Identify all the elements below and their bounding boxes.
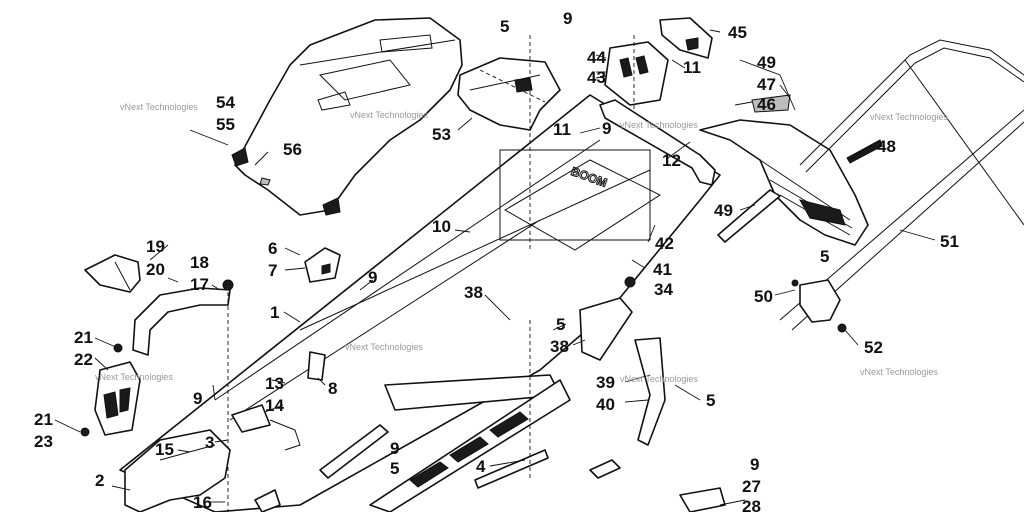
callout-20: 20: [146, 260, 165, 279]
callout-47: 47: [757, 75, 776, 94]
storage-bag-part: [457, 57, 561, 131]
watermark-text: vNext Technologies: [620, 374, 698, 384]
callout-4: 4: [476, 457, 486, 476]
callout-40: 40: [596, 395, 615, 414]
callout-13: 13: [265, 374, 284, 393]
callout-23: 23: [34, 432, 53, 451]
callout-6: 6: [268, 239, 277, 258]
callout-10: 10: [432, 217, 451, 236]
callout-34: 34: [654, 280, 673, 299]
callout-15: 15: [155, 440, 174, 459]
callout-7: 7: [268, 261, 277, 280]
frame-part: [124, 429, 231, 512]
callout-17: 17: [190, 275, 209, 294]
callout-5: 5: [820, 247, 829, 266]
snowflap-part: [699, 94, 883, 246]
cover-part: [84, 254, 141, 293]
callout-5: 5: [500, 17, 509, 36]
watermarks: vNext Technologies vNext Technologies vNex…: [95, 102, 948, 384]
grab-handle-part: [132, 287, 231, 356]
seat-bracket: [259, 177, 271, 186]
watermark-text: vNext Technologies: [620, 120, 698, 130]
callout-28: 28: [742, 497, 761, 512]
watermark-text: vNext Technologies: [95, 372, 173, 382]
callout-11: 11: [683, 58, 701, 77]
callout-labels: 1234555556789999991011111213141516171819…: [34, 9, 959, 512]
callout-39: 39: [596, 373, 615, 392]
watermark-text: vNext Technologies: [860, 367, 938, 377]
plate-part: [94, 361, 141, 436]
callout-45: 45: [728, 23, 747, 42]
callout-54: 54: [216, 93, 235, 112]
callout-48: 48: [877, 137, 896, 156]
callout-50: 50: [754, 287, 773, 306]
watermark-text: vNext Technologies: [870, 112, 948, 122]
callout-55: 55: [216, 115, 235, 134]
bracket-7: [304, 247, 341, 283]
callout-43: 43: [587, 68, 606, 87]
module-part: [231, 404, 271, 433]
callout-3: 3: [205, 433, 214, 452]
callout-9: 9: [602, 119, 611, 138]
callout-22: 22: [74, 350, 93, 369]
leader-lines: [54, 29, 936, 506]
seat-part: [231, 17, 463, 216]
callout-21: 21: [74, 328, 93, 347]
callout-9: 9: [750, 455, 759, 474]
callout-49: 49: [714, 201, 733, 220]
callout-16: 16: [193, 493, 212, 512]
callout-12: 12: [662, 151, 681, 170]
callout-27: 27: [742, 477, 761, 496]
running-board-part: [319, 297, 726, 512]
callout-9: 9: [563, 9, 572, 28]
callout-18: 18: [190, 253, 209, 272]
fastener-50: [791, 279, 799, 287]
callout-52: 52: [864, 338, 883, 357]
rear-bumper-part: [779, 39, 1024, 331]
callout-38: 38: [550, 337, 569, 356]
fastener-34: [624, 276, 636, 288]
callout-19: 19: [146, 237, 165, 256]
nut-21b: [80, 427, 90, 437]
callout-42: 42: [655, 234, 674, 253]
callout-9: 9: [368, 268, 377, 287]
screw-20: [167, 277, 179, 283]
callout-41: 41: [653, 260, 672, 279]
watermark-text: vNext Technologies: [350, 110, 428, 120]
callout-11: 11: [553, 120, 571, 139]
callout-44: 44: [587, 48, 606, 67]
watermark-text: vNext Technologies: [120, 102, 198, 112]
callout-9: 9: [390, 439, 399, 458]
plate-8: [307, 351, 326, 381]
callout-9: 9: [193, 389, 202, 408]
watermark-text: vNext Technologies: [345, 342, 423, 352]
callout-21: 21: [34, 410, 53, 429]
callout-51: 51: [940, 232, 959, 251]
callout-5: 5: [390, 459, 399, 478]
bracket-part: [604, 17, 713, 106]
rail-part: [599, 99, 716, 186]
callout-5: 5: [556, 315, 565, 334]
callout-49: 49: [757, 53, 776, 72]
callout-5: 5: [706, 391, 715, 410]
fastener-52: [837, 323, 847, 333]
callout-53: 53: [432, 125, 451, 144]
callout-1: 1: [270, 303, 279, 322]
callout-46: 46: [757, 95, 776, 114]
callout-56: 56: [283, 140, 302, 159]
callout-14: 14: [265, 396, 284, 415]
nut-18: [222, 279, 234, 291]
callout-38: 38: [464, 283, 483, 302]
callout-8: 8: [328, 379, 337, 398]
leader-54-55: [189, 129, 229, 146]
callout-2: 2: [95, 471, 104, 490]
